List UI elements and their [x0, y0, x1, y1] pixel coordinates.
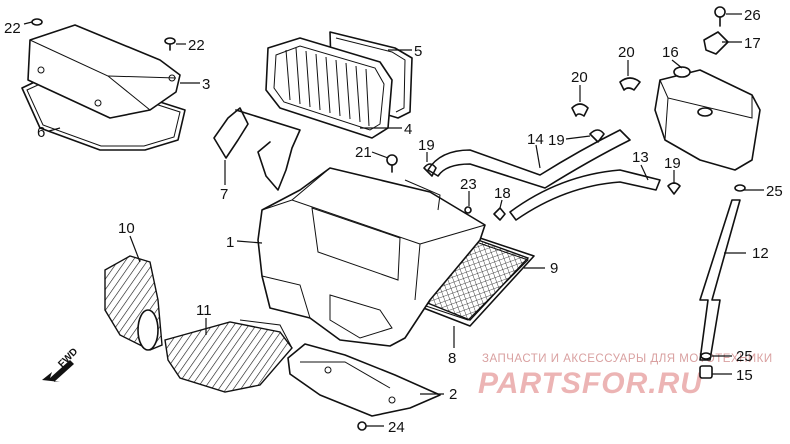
callout-9: 9 [550, 260, 558, 277]
callout-6: 6 [37, 124, 45, 141]
callout-20: 20 [571, 69, 588, 86]
part-11-connecting-tube [164, 319, 293, 393]
callout-3: 3 [202, 76, 210, 93]
part-3-air-cleaner-cover [27, 24, 181, 119]
part-10-inlet-duct [104, 255, 163, 351]
callout-21: 21 [355, 144, 372, 161]
callout-15: 15 [736, 367, 753, 384]
callout-19: 19 [418, 137, 435, 154]
leader-lines [23, 13, 764, 427]
part-24-bolt [357, 421, 367, 431]
callout-24: 24 [388, 419, 405, 436]
watermark-tagline: ЗАПЧАСТИ И АКСЕССУАРЫ ДЛЯ МОТОТЕХНИКИ [482, 353, 773, 365]
part-14-breather-tube [427, 129, 631, 189]
callout-17: 17 [744, 35, 761, 52]
callout-16: 16 [662, 44, 679, 61]
callout-4: 4 [404, 121, 412, 138]
watermark-logo: PARTSFOR.RU [478, 367, 703, 400]
callout-25: 25 [736, 348, 753, 365]
callout-1: 1 [226, 234, 234, 251]
callout-labels: 22 22 3 6 5 4 7 21 19 14 19 20 20 16 26 … [4, 7, 783, 436]
callout-19: 19 [664, 155, 681, 172]
callout-20: 20 [618, 44, 635, 61]
part-13-drain-tube [509, 169, 661, 221]
callout-22: 22 [188, 37, 205, 54]
callout-25: 25 [766, 183, 783, 200]
callout-22: 22 [4, 20, 21, 37]
part-1-air-cleaner-case [257, 167, 486, 347]
part-16-breather-tank [654, 66, 761, 171]
part-23-bolt [464, 206, 472, 214]
part-22-screws [31, 18, 176, 51]
part-19-clamps [423, 129, 681, 195]
part-2-lower-cover [287, 343, 441, 417]
callout-2: 2 [449, 386, 457, 403]
callout-26: 26 [744, 7, 761, 24]
part-26-bolt [714, 6, 726, 27]
callout-19: 19 [548, 132, 565, 149]
part-15-drain-plug [699, 365, 713, 379]
callout-10: 10 [118, 220, 135, 237]
callout-23: 23 [460, 176, 477, 193]
part-21-bolt [386, 154, 398, 173]
part-25-clamps [700, 184, 746, 360]
part-12-drain-hose [699, 199, 741, 361]
part-4-filter-element [265, 37, 393, 139]
callout-5: 5 [414, 43, 422, 60]
callout-18: 18 [494, 185, 511, 202]
forward-direction-indicator: FWD [42, 346, 80, 382]
callout-11: 11 [196, 302, 212, 319]
callout-14: 14 [527, 131, 544, 148]
callout-7: 7 [220, 186, 228, 203]
callout-13: 13 [632, 149, 649, 166]
part-7-spring-clips [213, 107, 301, 191]
callout-12: 12 [752, 245, 769, 262]
part-18-clip [493, 207, 506, 221]
part-20-clamps [571, 77, 641, 117]
callout-8: 8 [448, 350, 456, 367]
part-17-bracket [703, 31, 729, 55]
